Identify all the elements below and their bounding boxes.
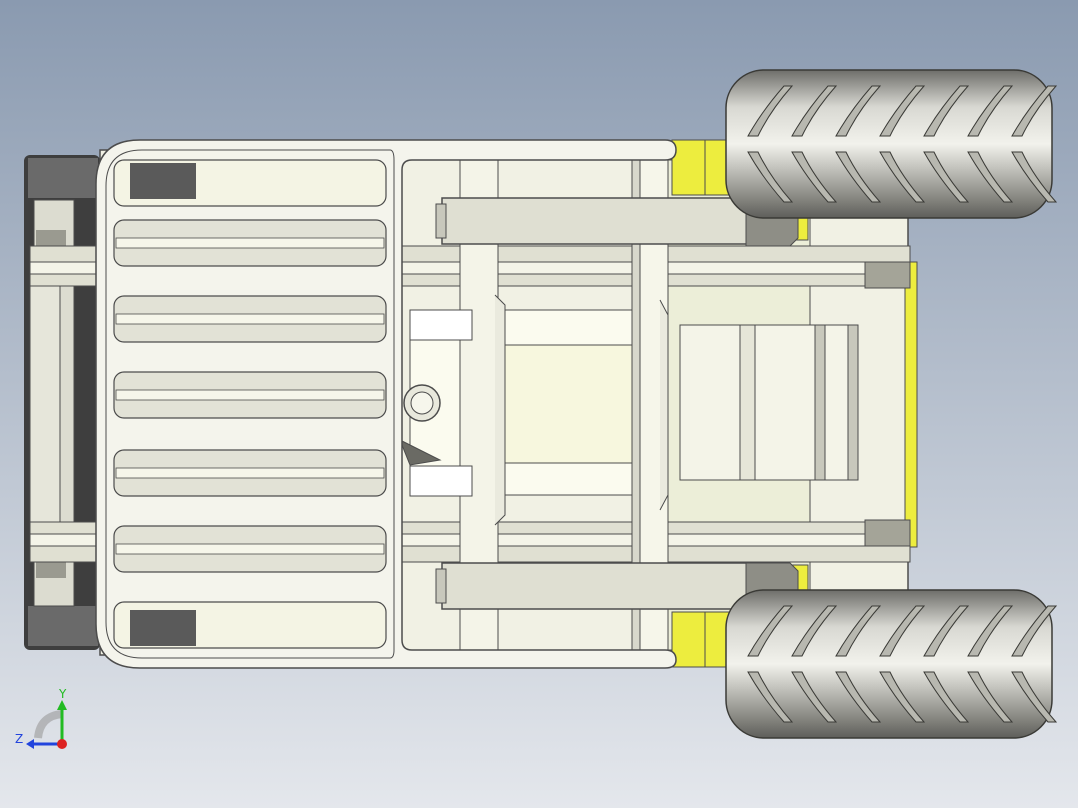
yellow-side-member-bottom	[671, 611, 733, 668]
axis-triad	[26, 700, 67, 749]
tire-tread	[747, 85, 794, 137]
tire-tread	[835, 671, 882, 723]
tire-tread	[791, 151, 838, 203]
mast-frame	[679, 324, 859, 481]
tire-tread	[791, 671, 838, 723]
tire-tread	[879, 151, 926, 203]
tire-tread	[747, 671, 794, 723]
yellow-side-member-top	[671, 139, 733, 196]
y-axis-label: Y	[59, 687, 67, 701]
tire-tread	[967, 151, 1014, 203]
tire-tread	[879, 671, 926, 723]
tire-tread	[1011, 151, 1058, 203]
guard-caps	[130, 163, 196, 646]
guard-slot-rail	[115, 313, 385, 325]
guard-slot-rail	[115, 389, 385, 401]
tire-tread	[835, 605, 882, 657]
tire-tread	[1011, 85, 1058, 137]
guard-slot-rail	[115, 467, 385, 479]
steering-hub	[399, 384, 442, 466]
tire-tread	[967, 85, 1014, 137]
tire-tread	[1011, 605, 1058, 657]
tire-tread	[923, 671, 970, 723]
tire-tread	[835, 151, 882, 203]
tire-tread	[791, 85, 838, 137]
tire-front-bottom	[725, 589, 1058, 739]
tire-tread	[967, 605, 1014, 657]
tire-tread	[835, 85, 882, 137]
guard-slot-rail	[115, 237, 385, 249]
center-deck	[409, 309, 641, 496]
tire-tread	[879, 605, 926, 657]
tire-tread	[879, 85, 926, 137]
tire-tread	[923, 151, 970, 203]
tire-tread	[791, 605, 838, 657]
tire-tread	[923, 605, 970, 657]
tire-tread	[747, 151, 794, 203]
tire-front-top	[725, 69, 1058, 219]
tire-tread	[967, 671, 1014, 723]
z-axis-label: Z	[15, 732, 24, 746]
tire-tread	[747, 605, 794, 657]
guard-slot-rail	[115, 543, 385, 555]
tire-tread	[923, 85, 970, 137]
tire-tread	[1011, 671, 1058, 723]
